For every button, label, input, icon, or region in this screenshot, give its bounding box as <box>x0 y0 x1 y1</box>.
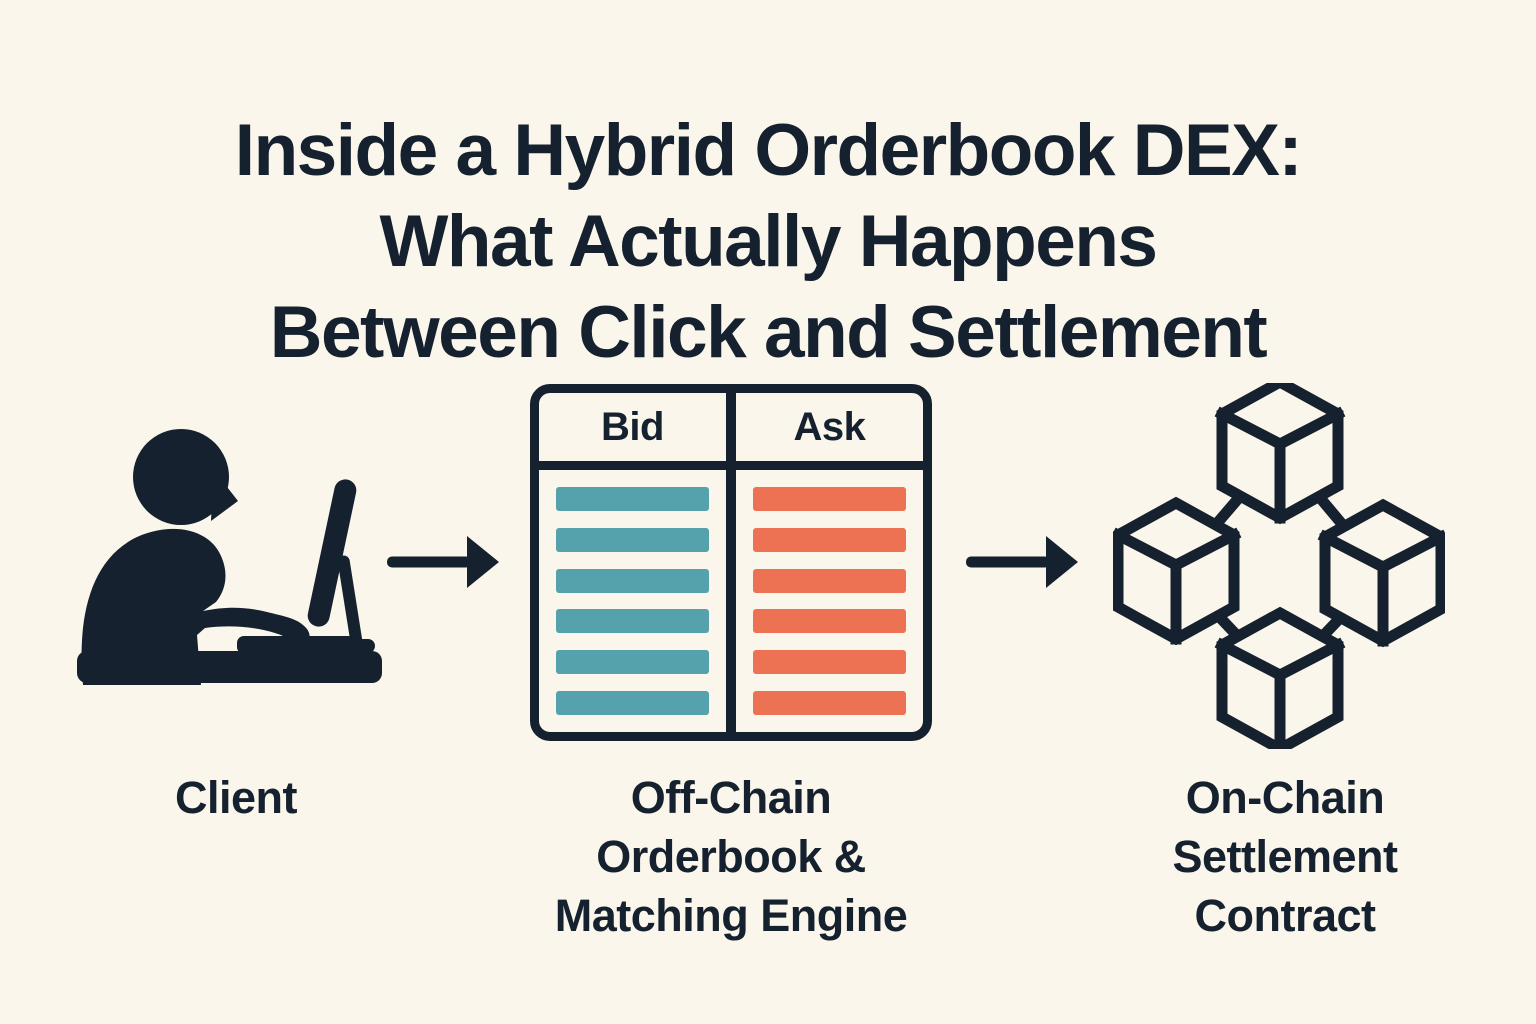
orderbook-label-line-2: Orderbook & <box>596 831 866 882</box>
bid-column-bars <box>539 470 726 732</box>
order-level-bar <box>556 568 709 593</box>
settlement-label-line-2: Settlement <box>1172 831 1398 882</box>
orderbook-label-line-3: Matching Engine <box>554 890 908 941</box>
order-level-bar <box>753 568 906 593</box>
title-line-1: Inside a Hybrid Orderbook DEX: <box>234 109 1303 191</box>
bid-column-header: Bid <box>601 404 664 449</box>
header-divider <box>539 461 923 470</box>
cube-bottom <box>1222 613 1338 749</box>
orderbook-table: Bid Ask <box>530 384 932 741</box>
order-level-bar <box>556 650 709 675</box>
order-level-bar <box>753 527 906 552</box>
order-level-bar <box>753 609 906 634</box>
order-level-bar <box>753 691 906 716</box>
order-level-bar <box>556 527 709 552</box>
ask-column-header: Ask <box>793 404 866 449</box>
client-label: Client <box>75 768 397 827</box>
title-line-2: What Actually Happens <box>379 200 1158 282</box>
cube-right <box>1325 505 1441 641</box>
person-at-computer-icon <box>77 429 382 685</box>
title-line-3: Between Click and Settlement <box>269 291 1268 373</box>
settlement-label: On-Chain Settlement Contract <box>1085 768 1485 945</box>
page-title: Inside a Hybrid Orderbook DEX: What Actu… <box>0 105 1536 378</box>
column-divider <box>726 470 736 732</box>
orderbook-label-line-1: Off-Chain <box>630 772 832 823</box>
arrow-orderbook-to-settlement-icon <box>966 536 1078 588</box>
orderbook-header-row: Bid Ask <box>539 393 923 461</box>
order-level-bar <box>556 486 709 511</box>
settlement-label-line-3: Contract <box>1194 890 1376 941</box>
cube-left <box>1118 503 1234 639</box>
orderbook-label: Off-Chain Orderbook & Matching Engine <box>531 768 931 945</box>
client-label-text: Client <box>174 772 298 823</box>
cube-top <box>1222 383 1338 518</box>
column-divider <box>726 393 736 461</box>
order-level-bar <box>753 650 906 675</box>
blockchain-cubes-icon <box>1113 383 1445 749</box>
order-level-bar <box>556 609 709 634</box>
orderbook-body <box>539 470 923 732</box>
ask-column-bars <box>736 470 923 732</box>
arrow-client-to-orderbook-icon <box>387 536 499 588</box>
order-level-bar <box>753 486 906 511</box>
order-level-bar <box>556 691 709 716</box>
settlement-label-line-1: On-Chain <box>1185 772 1385 823</box>
